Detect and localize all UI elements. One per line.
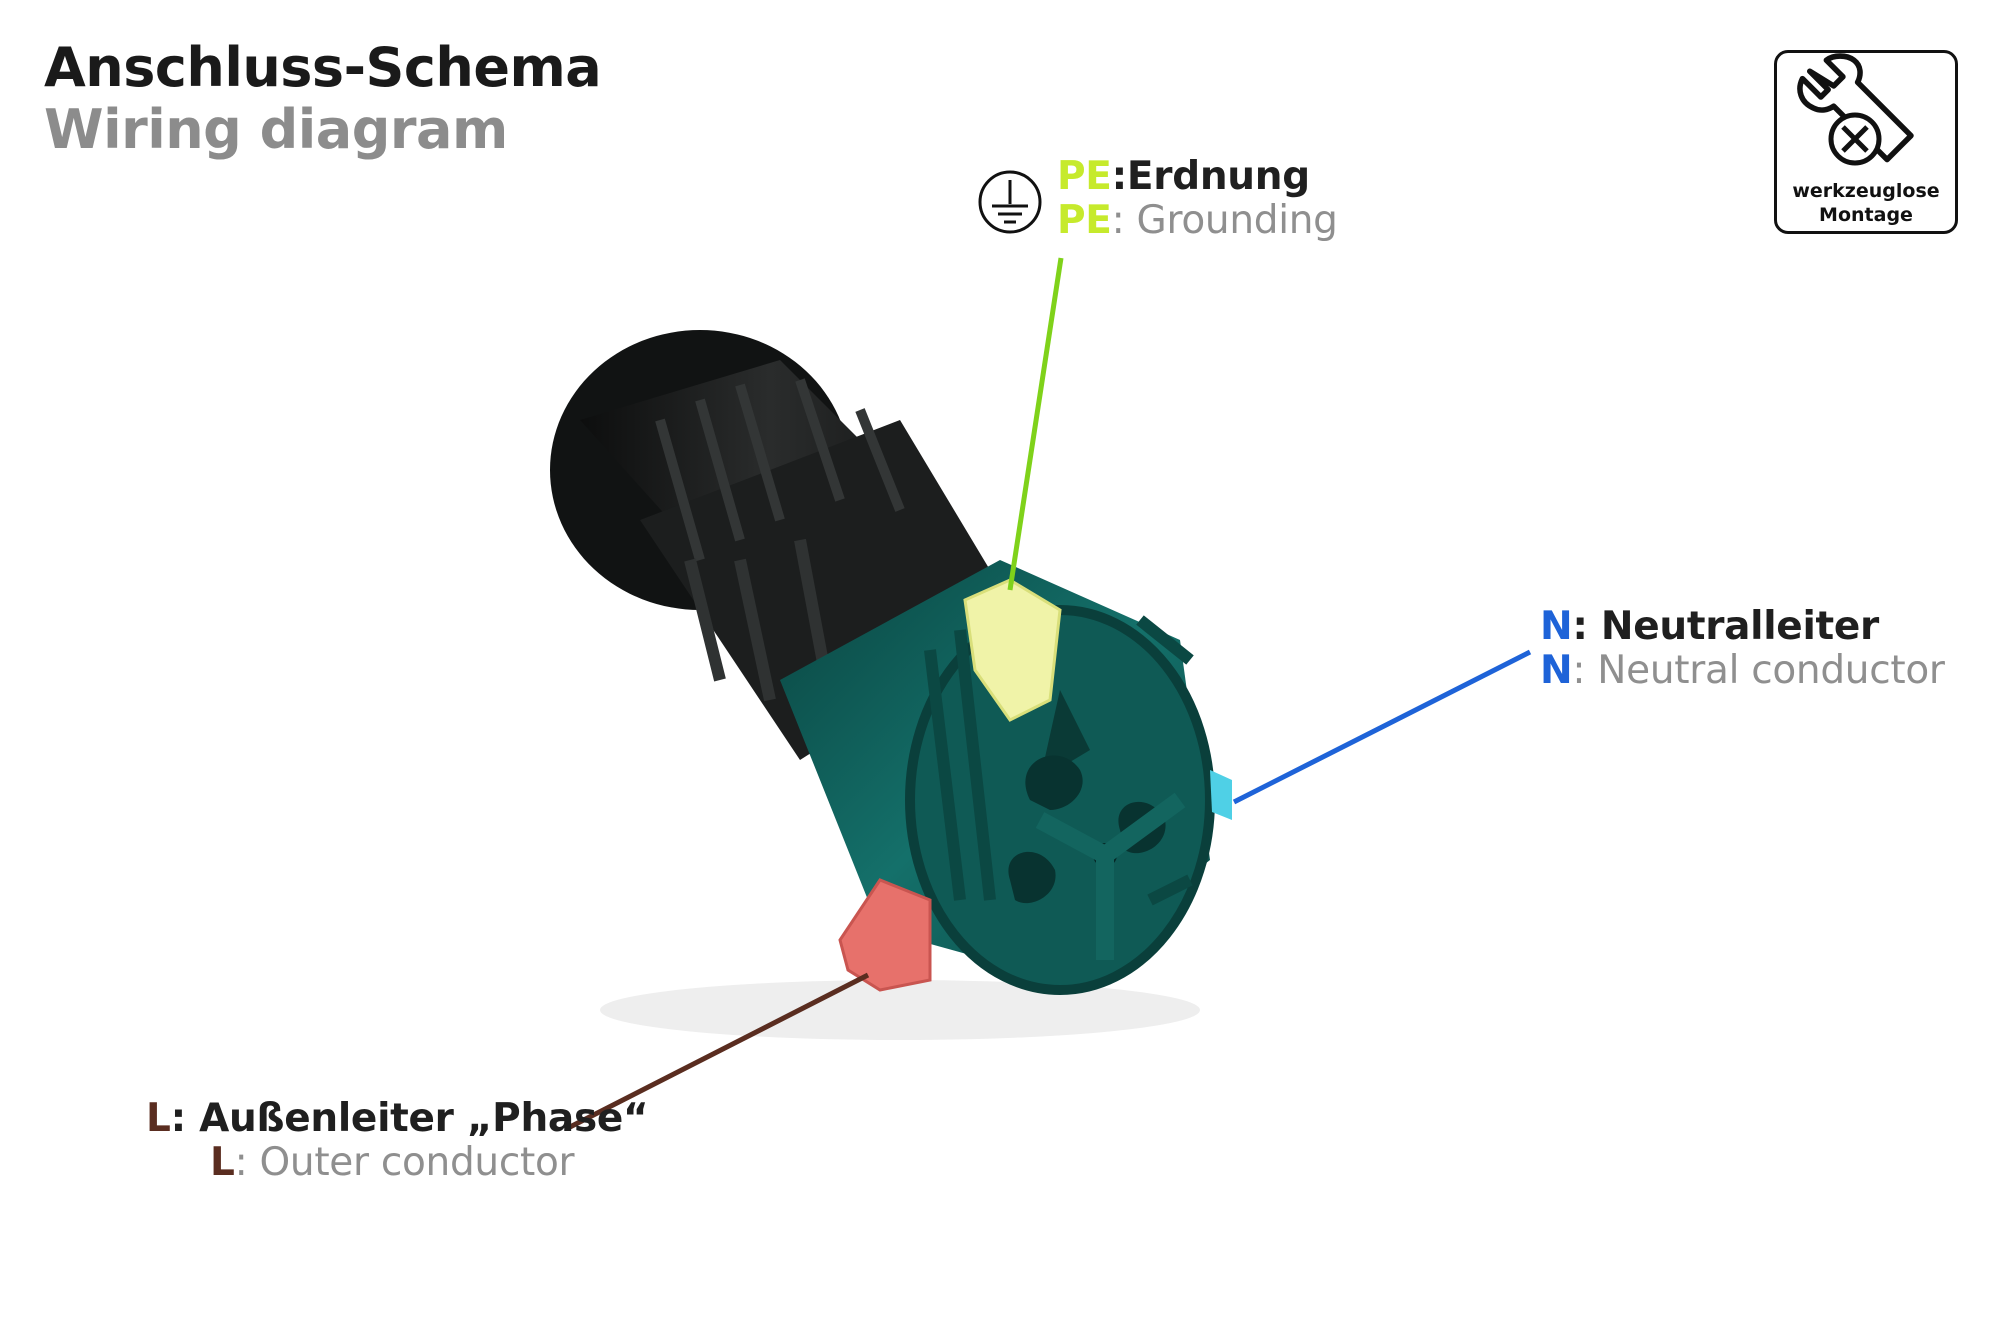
diagram-title-en: Wiring diagram (44, 98, 508, 161)
l-code: L (146, 1096, 171, 1141)
l-label-en: L: Outer conductor (210, 1140, 575, 1185)
l-latch (838, 878, 932, 992)
l-text-en: : Outer conductor (234, 1140, 575, 1185)
badge-text-line1: werkzeuglose (1792, 180, 1940, 202)
pe-leader-line (1007, 257, 1064, 591)
pe-label-de: PE:Erdnung (1057, 154, 1310, 199)
pe-text-en: : Grounding (1111, 198, 1338, 243)
wrench-crossed-icon (1797, 53, 1914, 166)
shadow (600, 980, 1200, 1040)
n-text-en: : Neutral conductor (1572, 648, 1945, 693)
ground-symbol-icon (978, 170, 1042, 234)
n-label-de: N: Neutralleiter (1540, 604, 1879, 649)
pe-text-de: :Erdnung (1111, 154, 1311, 199)
n-code-en: N (1540, 648, 1573, 693)
n-label-en: N: Neutral conductor (1540, 648, 1945, 693)
socket-face (1008, 690, 1186, 960)
pe-code-en: PE (1057, 198, 1112, 243)
n-leader-line (1232, 649, 1532, 805)
badge-text-line2: Montage (1819, 204, 1913, 226)
n-text-de: : Neutralleiter (1572, 604, 1879, 649)
diagram-title-de: Anschluss-Schema (44, 36, 602, 99)
l-code-en: L (210, 1140, 235, 1185)
n-latch (1210, 770, 1232, 820)
l-leader-line (566, 972, 870, 1131)
tool-free-badge: werkzeuglose Montage (1774, 50, 1958, 234)
teal-connector-body (780, 560, 1215, 995)
pe-code: PE (1057, 154, 1112, 199)
pe-label-en: PE: Grounding (1057, 198, 1338, 243)
n-code: N (1540, 604, 1573, 649)
l-label-de: L: Außenleiter „Phase“ (146, 1096, 649, 1141)
l-text-de: : Außenleiter „Phase“ (170, 1096, 649, 1141)
